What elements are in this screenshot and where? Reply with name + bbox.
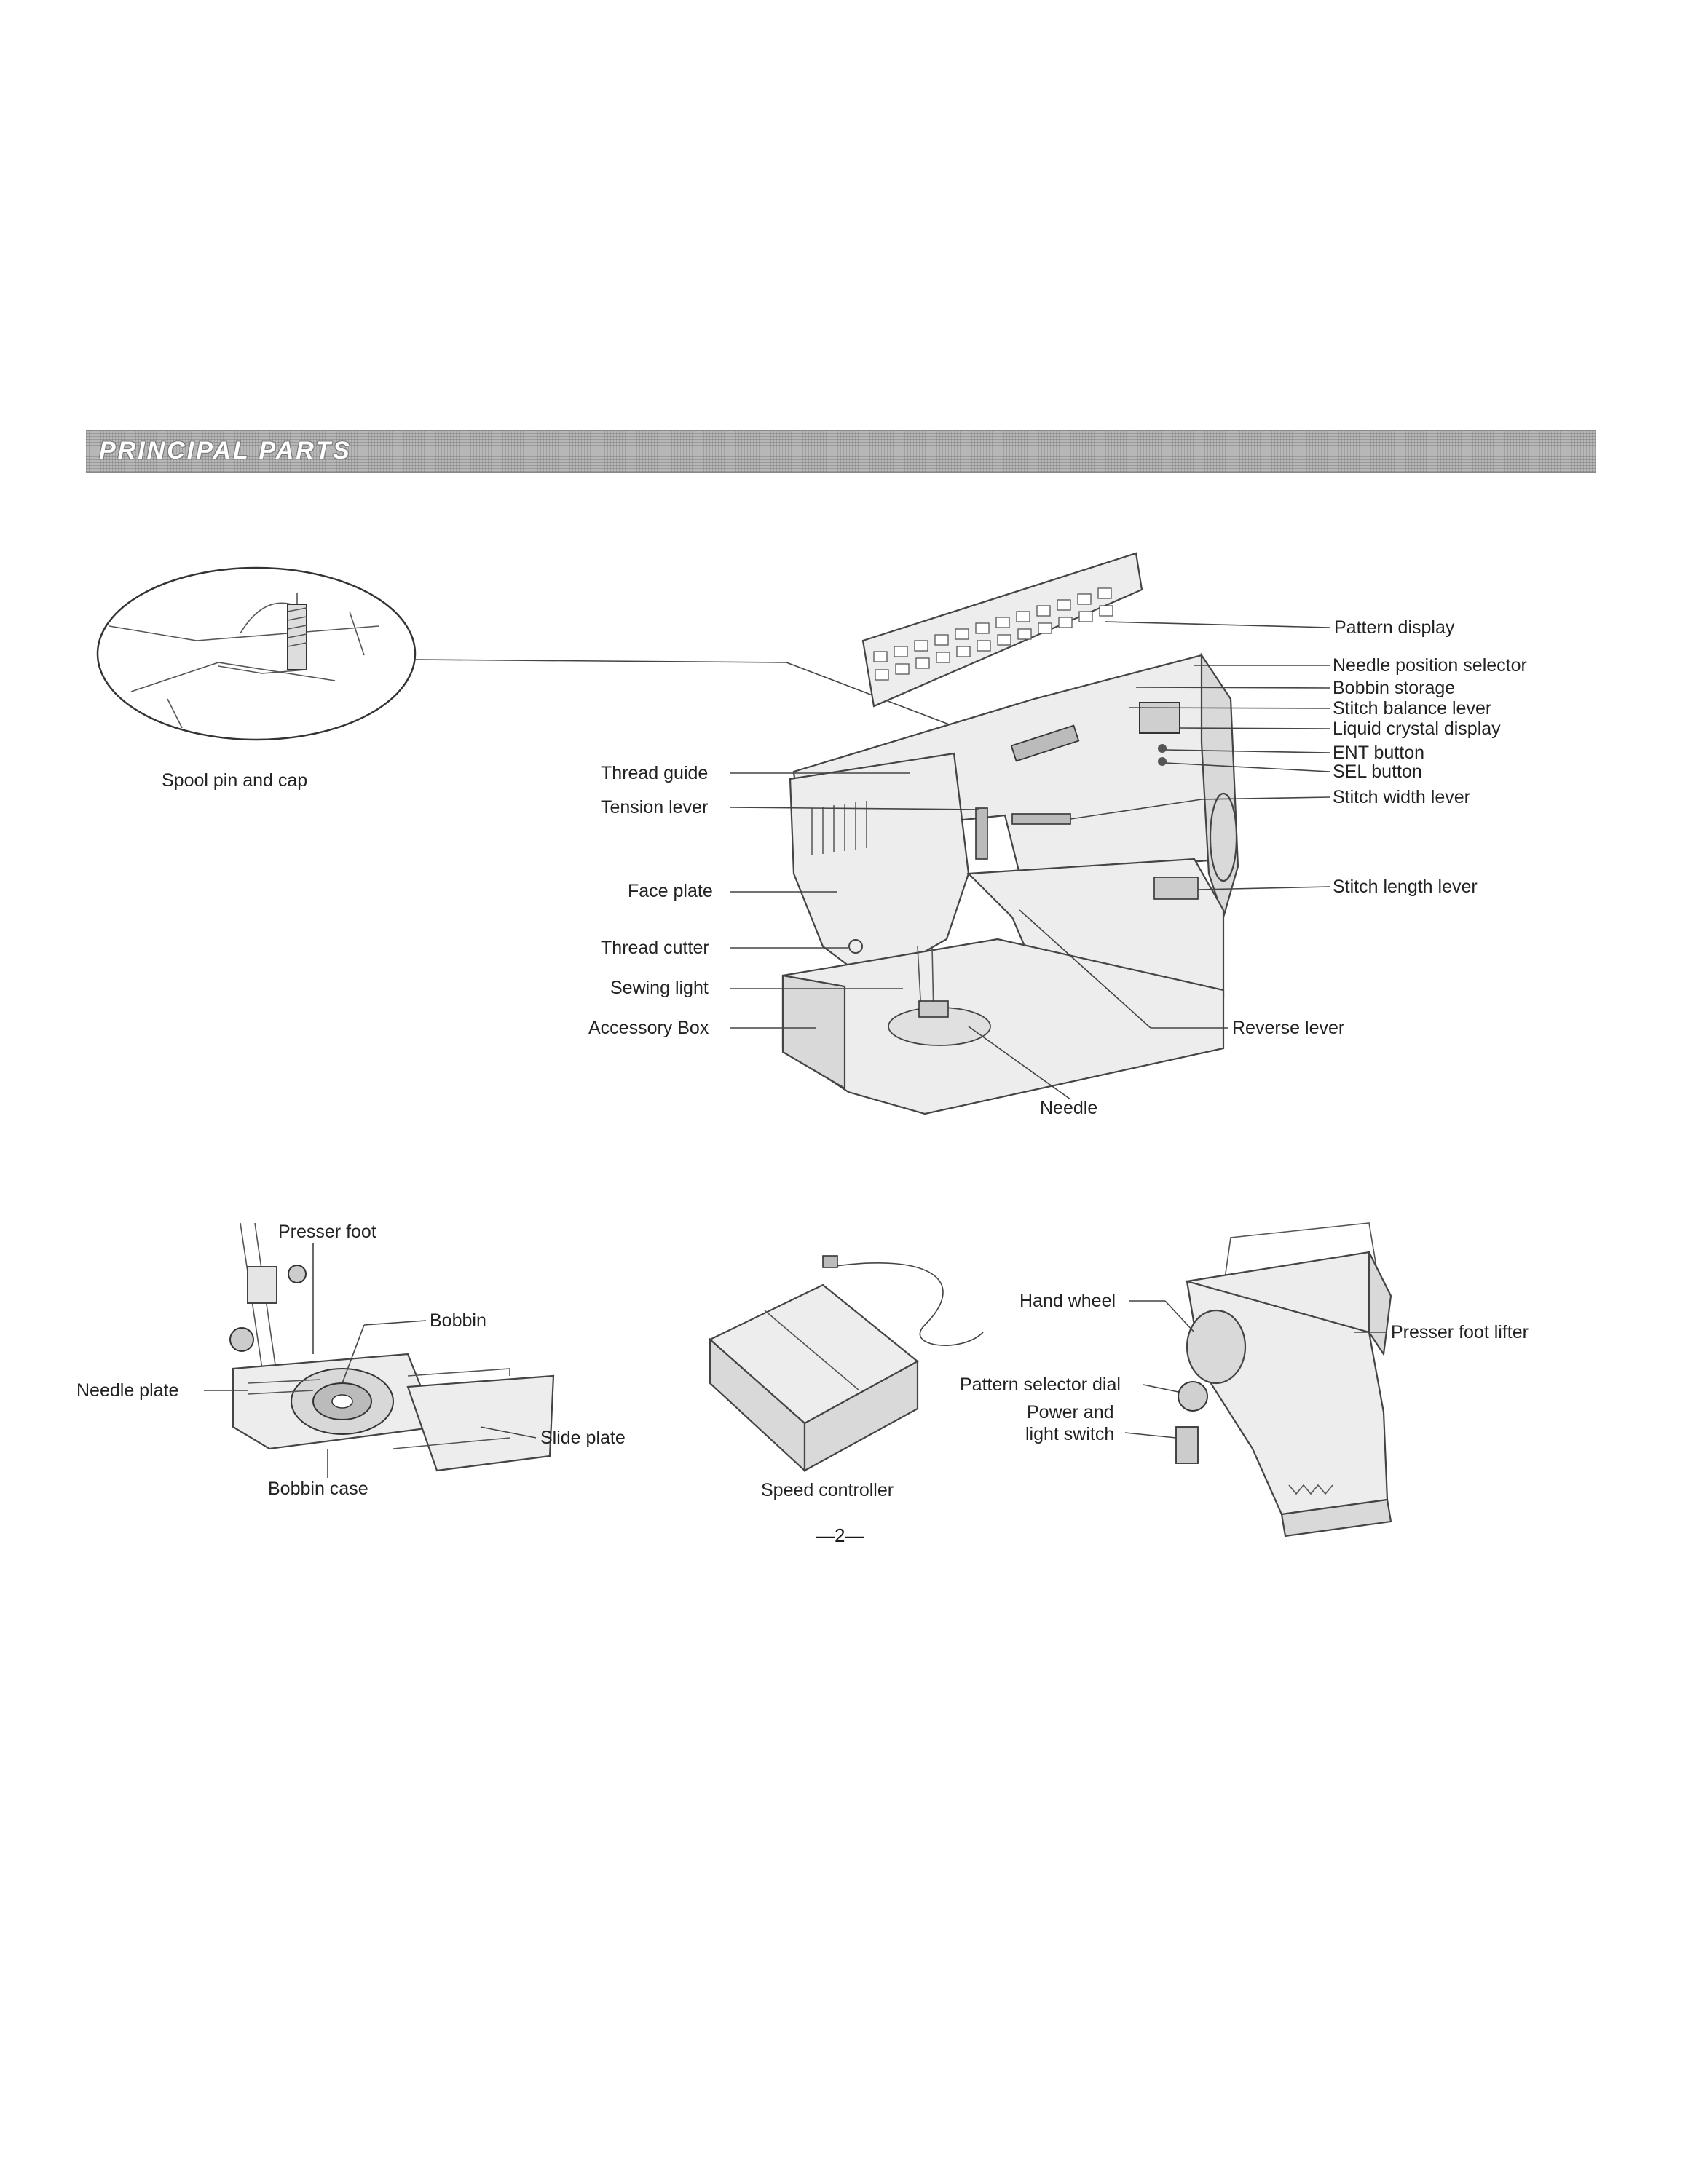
slide-plate-label: Slide plate (540, 1428, 626, 1448)
reverse-lever-label: Reverse lever (1232, 1018, 1344, 1038)
pattern-display-label: Pattern display (1334, 617, 1455, 638)
left-leader-lines (729, 772, 980, 1029)
rear-view-machine (1175, 1222, 1392, 1538)
right-leader-lines (968, 621, 1330, 1100)
bobbin-assembly (229, 1222, 555, 1472)
face-plate-label: Face plate (628, 881, 713, 901)
sewing-light-label: Sewing light (610, 978, 709, 998)
stitch-length-lever-label: Stitch length lever (1333, 877, 1478, 897)
speed-controller-label: Speed controller (761, 1480, 894, 1500)
accessory-box-label: Accessory Box (588, 1018, 709, 1038)
page-number: —2— (816, 1524, 864, 1546)
liquid-crystal-display-label: Liquid crystal display (1333, 719, 1501, 739)
speed-controller-drawing (709, 1255, 984, 1473)
thread-cutter-label: Thread cutter (601, 938, 709, 958)
bobbin-leader-lines (204, 1243, 537, 1478)
tension-lever-label: Tension lever (601, 797, 708, 818)
sel-button-label: SEL button (1333, 761, 1422, 782)
stitch-balance-lever-label: Stitch balance lever (1333, 698, 1491, 719)
rear-leader-lines (1124, 1300, 1387, 1439)
power-and-light-switch-label-line1: Power and (1027, 1402, 1114, 1423)
bobbin-case-label: Bobbin case (268, 1479, 368, 1499)
bobbin-label: Bobbin (430, 1310, 486, 1331)
sewing-machine-main (781, 552, 1239, 1115)
power-and-light-switch-label-line2: light switch (1025, 1424, 1114, 1444)
spool-pin-inset (96, 566, 417, 741)
thread-guide-label: Thread guide (601, 763, 708, 783)
ent-button-label: ENT button (1333, 743, 1424, 763)
presser-foot-label: Presser foot (278, 1222, 376, 1242)
bobbin-storage-label: Bobbin storage (1333, 678, 1455, 698)
stitch-width-lever-label: Stitch width lever (1333, 787, 1470, 807)
presser-foot-lifter-label: Presser foot lifter (1391, 1322, 1529, 1342)
needle-label: Needle (1040, 1098, 1097, 1118)
hand-wheel-label: Hand wheel (1019, 1291, 1116, 1311)
needle-plate-label: Needle plate (76, 1380, 178, 1401)
section-header-bar: PRINCIPAL PARTS (86, 430, 1596, 473)
pattern-selector-dial-label: Pattern selector dial (960, 1374, 1121, 1395)
needle-position-selector-label: Needle position selector (1333, 655, 1527, 676)
section-title: PRINCIPAL PARTS (99, 437, 352, 464)
spool-pin-and-cap-label: Spool pin and cap (162, 770, 307, 791)
